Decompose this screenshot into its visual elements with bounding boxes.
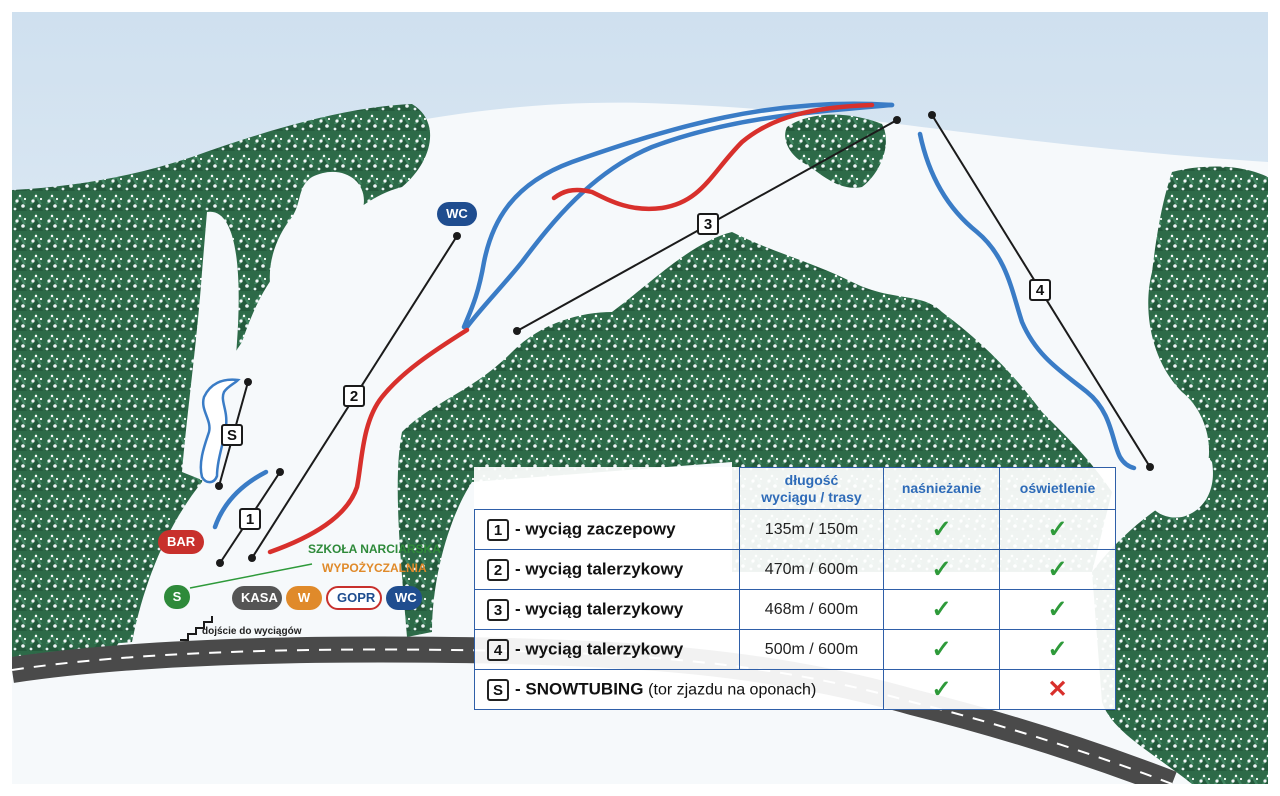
lift-label-4: 4 [1029, 279, 1051, 301]
kasa-badge[interactable]: KASA [232, 586, 282, 610]
lift-label-2: 2 [343, 385, 365, 407]
lighting-cross-icon: ✕ [999, 669, 1116, 710]
header-lighting: oświetlenie [999, 467, 1116, 510]
red-run-lower [267, 327, 470, 555]
lift-number-box: S [487, 678, 509, 701]
ski-area-map: 1 2 3 4 S WC BAR S KASA W GOPR WC SZKOŁA… [12, 12, 1268, 784]
walkway-stairs-icon [180, 616, 213, 641]
table-row: 2 - wyciąg talerzykowy 470m / 600m ✓ ✓ [474, 549, 1116, 590]
gopr-badge[interactable]: GOPR [326, 586, 382, 610]
ski-school-label: SZKOŁA NARCIARSKA [308, 542, 441, 556]
wc-badge-bottom[interactable]: WC [386, 586, 422, 610]
lift-number-box: 1 [487, 518, 509, 541]
ski-school-pointer [189, 563, 313, 589]
snow-clearing-left [269, 171, 364, 342]
snowmaking-check-icon: ✓ [883, 669, 1000, 710]
lift-number-box: 2 [487, 558, 509, 581]
table-row: 4 - wyciąg talerzykowy 500m / 600m ✓ ✓ [474, 629, 1116, 670]
table-row: S- SNOWTUBING (tor zjazdu na oponach) ✓ … [474, 669, 1116, 710]
lift-number-box: 3 [487, 598, 509, 621]
snowmaking-check-icon: ✓ [883, 509, 1000, 550]
lift-name-cell: S - SNOWTUBING (tor zjazdu na oponach) [474, 669, 884, 710]
header-length-line1: długość [784, 471, 839, 488]
lift-label-s: S [221, 424, 243, 446]
snowtubing-track [199, 378, 241, 484]
forest-lower-left [12, 432, 166, 657]
header-length-line2: wyciągu / trasy [761, 488, 862, 505]
lift-length: 135m / 150m [739, 509, 884, 550]
blue-run-top-left [461, 101, 895, 330]
lighting-check-icon: ✓ [999, 589, 1116, 630]
table-row: 1 - wyciąg zaczepowy 135m / 150m ✓ ✓ [474, 509, 1116, 550]
walkway-label: dojście do wyciągów [202, 626, 302, 637]
header-snowmaking: naśnieżanie [883, 467, 1000, 510]
red-run-upper [551, 102, 875, 212]
lift-length: 468m / 600m [739, 589, 884, 630]
rental-badge[interactable]: W [286, 586, 322, 610]
lift-name: - wyciąg talerzykowy [515, 598, 684, 618]
lift-note: (tor zjazdu na oponach) [648, 680, 817, 698]
lighting-check-icon: ✓ [999, 629, 1116, 670]
header-empty [474, 467, 740, 510]
snowmaking-check-icon: ✓ [883, 589, 1000, 630]
lighting-check-icon: ✓ [999, 549, 1116, 590]
lift-stations [215, 111, 1154, 567]
lift-name-cell: 3 - wyciąg talerzykowy [474, 589, 740, 630]
lift-label-3: 3 [697, 213, 719, 235]
wc-badge-top[interactable]: WC [437, 202, 477, 226]
lift-name: - wyciąg zaczepowy [515, 518, 676, 538]
lift-name: - wyciąg talerzykowy [515, 558, 684, 578]
blue-run-bottom-left [212, 469, 269, 530]
lift-length: 500m / 600m [739, 629, 884, 670]
lift-name: - SNOWTUBING [515, 678, 644, 698]
lighting-check-icon: ✓ [999, 509, 1116, 550]
table-row: 3 - wyciąg talerzykowy 468m / 600m ✓ ✓ [474, 589, 1116, 630]
lift-length: 470m / 600m [739, 549, 884, 590]
lift-name: - wyciąg talerzykowy [515, 638, 684, 658]
lift-name-cell: 1 - wyciąg zaczepowy [474, 509, 740, 550]
forest-small-top [785, 114, 886, 188]
blue-run-right [917, 131, 1137, 471]
forest-right [1092, 166, 1268, 784]
lift-name-cell: 4 - wyciąg talerzykowy [474, 629, 740, 670]
lift-name-cell: 2 - wyciąg talerzykowy [474, 549, 740, 590]
lift-label-1: 1 [239, 508, 261, 530]
rental-label: WYPOŻYCZALNIA [322, 561, 427, 575]
bar-badge[interactable]: BAR [158, 530, 204, 554]
snowmaking-check-icon: ✓ [883, 629, 1000, 670]
snow-gap-right [1139, 445, 1213, 518]
snowmaking-check-icon: ✓ [883, 549, 1000, 590]
s-badge[interactable]: S [164, 585, 190, 609]
lift-number-box: 4 [487, 638, 509, 661]
